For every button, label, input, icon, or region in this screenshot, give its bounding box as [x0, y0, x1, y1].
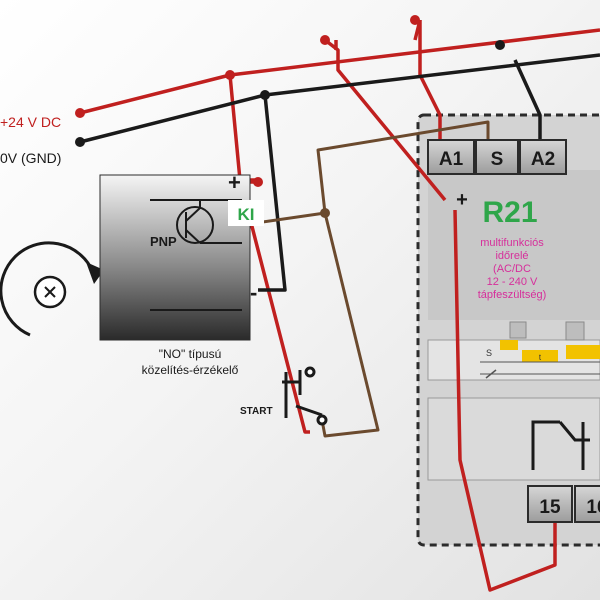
junction-dots [75, 15, 505, 218]
positive-supply-label: +24 V DC [0, 114, 61, 130]
relay-body [416, 113, 600, 547]
relay-desc-line-2: időrelé [495, 250, 528, 262]
sensor-caption-line-1: "NO" típusú [159, 347, 222, 361]
relay-terminal-15: 15 [527, 485, 573, 523]
relay-timing-s-label: S [486, 348, 492, 358]
relay-plus-sign: + [456, 189, 468, 211]
sensor-output-label: KI [238, 205, 255, 224]
relay-terminal-s: S [475, 139, 519, 175]
relay-terminal-a1-label: A1 [439, 149, 464, 170]
sensor-plus-sign: + [228, 170, 241, 195]
relay-terminal-15-label: 15 [539, 497, 561, 518]
sensor-caption-line-2: közelítés-érzékelő [142, 363, 239, 377]
relay-desc-line-4: 12 - 240 V [487, 276, 538, 288]
relay-terminal-a2: A2 [519, 139, 567, 175]
relay-terminal-16-label: 16 [586, 497, 600, 518]
relay-timing-t-label: t [539, 353, 542, 362]
sensor-output-badge: KI [228, 200, 264, 226]
relay-desc-line-3: (AC/DC [493, 263, 531, 275]
relay-contact-symbol [531, 420, 590, 470]
relay-terminal-a2-label: A2 [531, 149, 555, 170]
proximity-sensor: PNP [99, 174, 251, 341]
relay-model: R21 [482, 196, 537, 229]
relay-desc-line-1: multifunkciós [480, 237, 544, 249]
sensor-body [99, 174, 251, 341]
rotation-arrow-icon [0, 241, 95, 337]
start-pushbutton [282, 366, 328, 426]
relay-terminal-16: 16 [574, 485, 600, 523]
start-button-label: START [240, 406, 273, 417]
ground-supply-label: 0V (GND) [0, 150, 61, 166]
relay-terminal-a1: A1 [427, 139, 475, 175]
sensor-type-label: PNP [150, 234, 177, 249]
pnp-transistor-icon [176, 200, 242, 244]
relay-timing-diagram [480, 321, 600, 379]
rotation-symbol [0, 241, 104, 337]
relay-desc-line-5: tápfeszültség) [478, 289, 546, 301]
relay-terminal-s-label: S [491, 149, 504, 170]
sensor-minus-sign: - [250, 280, 257, 305]
